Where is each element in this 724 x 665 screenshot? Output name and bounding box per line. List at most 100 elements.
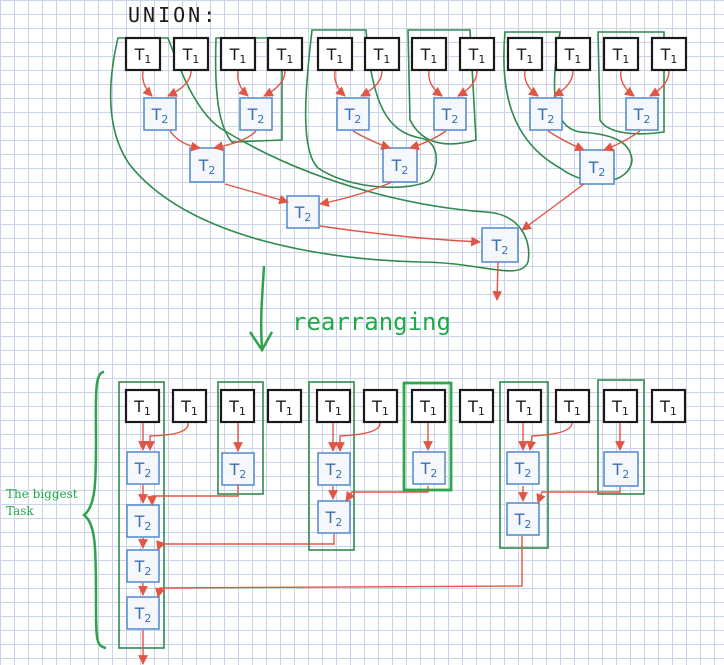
top-leaf-10: T1 (554, 36, 592, 72)
task-subscript: 2 (304, 211, 311, 224)
group-outline-a (214, 37, 283, 143)
task-subscript: 2 (524, 518, 531, 531)
task-subscript: 2 (144, 612, 151, 625)
task-subscript: 2 (144, 467, 151, 480)
edge-leaf-to-merge (145, 422, 189, 451)
task-letter: T (326, 45, 337, 64)
task-subscript: 2 (501, 244, 508, 257)
edge-merge-to-merge (547, 130, 585, 152)
chain3-merge-1: T2 (317, 452, 351, 486)
top-leaf-12: T1 (650, 36, 688, 72)
task-subscript: 2 (144, 565, 151, 578)
task-label: T2 (151, 105, 169, 126)
chain-outline-3 (308, 381, 355, 551)
merge-box (126, 596, 160, 630)
edge-leaf-to-merge (428, 70, 443, 97)
task-subscript: 1 (622, 53, 629, 66)
edge-leaf-to-merge (360, 70, 383, 97)
edge-leaf-to-merge (457, 70, 478, 97)
task-label: T1 (563, 397, 581, 418)
top-leaf-11: T1 (602, 36, 640, 72)
top-merge-l2-1: T2 (189, 147, 225, 183)
task-letter: T (134, 459, 145, 478)
task-subscript: 2 (622, 468, 629, 481)
task-letter: T (514, 459, 525, 478)
rearranging-arrow-shaft (259, 265, 266, 349)
bottom-leaf-1: T1 (124, 388, 161, 424)
task-subscript: 1 (239, 53, 246, 66)
chain4-merge-1: T2 (412, 451, 446, 485)
task-letter: T (134, 512, 145, 531)
bottom-leaf-7: T1 (410, 388, 447, 424)
task-subscript: 1 (670, 53, 677, 66)
task-letter: T (612, 45, 623, 64)
top-leaf-9: T1 (506, 36, 544, 72)
task-letter: T (660, 45, 671, 64)
task-letter: T (247, 105, 258, 124)
leaf-box (410, 36, 448, 72)
task-subscript: 2 (335, 516, 342, 529)
bottom-leaf-12: T1 (650, 388, 687, 424)
leaf-box (506, 36, 544, 72)
top-leaf-5: T1 (316, 36, 354, 72)
leaf-box (172, 36, 210, 72)
top-merge-l1-4: T2 (433, 97, 467, 131)
task-letter: T (420, 459, 431, 478)
task-label: T1 (515, 397, 533, 418)
merge-box (506, 451, 540, 485)
task-subscript: 2 (643, 113, 650, 126)
top-group-outlines (109, 29, 665, 272)
chain1-merge-3: T2 (126, 549, 160, 583)
task-subscript: 1 (430, 53, 437, 66)
task-subscript: 2 (430, 467, 437, 480)
task-subscript: 1 (430, 405, 437, 418)
chain-outline-2 (217, 381, 264, 495)
task-subscript: 1 (191, 405, 198, 418)
edge-merge-to-merge (536, 487, 621, 504)
task-label: T2 (247, 105, 265, 126)
edge-merge-to-merge (345, 486, 429, 502)
task-subscript: 1 (144, 405, 151, 418)
task-label: T2 (294, 203, 312, 224)
edge-leaf-to-merge (167, 70, 192, 97)
task-letter: T (564, 45, 575, 64)
task-subscript: 2 (239, 468, 246, 481)
edge-merge-to-merge (213, 130, 257, 152)
merge-box (579, 149, 615, 185)
chain1-merge-1: T2 (126, 451, 160, 485)
bottom-leaf-9: T1 (506, 388, 543, 424)
leaf-box (650, 36, 688, 72)
task-letter: T (633, 105, 644, 124)
leaf-box (362, 388, 399, 424)
top-merge-l1-6: T2 (625, 97, 659, 131)
leaf-box (124, 36, 162, 72)
union-heading: UNION: (128, 3, 218, 27)
task-subscript: 2 (208, 164, 215, 177)
merge-box (603, 451, 639, 487)
task-letter: T (516, 45, 527, 64)
chain6-merge-1: T2 (603, 451, 639, 487)
task-subscript: 1 (526, 53, 533, 66)
task-letter: T (325, 508, 336, 527)
top-leaf-4: T1 (266, 36, 304, 72)
task-letter: T (134, 604, 145, 623)
group-outline-outer (109, 37, 530, 272)
leaf-box (266, 388, 303, 424)
chain5-merge-1: T2 (506, 451, 540, 485)
merge-box (317, 500, 351, 534)
task-subscript: 2 (354, 113, 361, 126)
top-edges (142, 70, 670, 301)
merge-box (189, 147, 225, 183)
leaf-box (506, 388, 543, 424)
bottom-leaf-8: T1 (458, 388, 495, 424)
chain-outline-5 (597, 379, 645, 495)
edge-merge-to-merge (224, 183, 289, 205)
merge-box (625, 97, 659, 131)
merge-box (382, 147, 418, 183)
task-label: T1 (659, 397, 677, 418)
edge-merge-to-merge (521, 183, 585, 231)
merge-box (286, 195, 320, 229)
